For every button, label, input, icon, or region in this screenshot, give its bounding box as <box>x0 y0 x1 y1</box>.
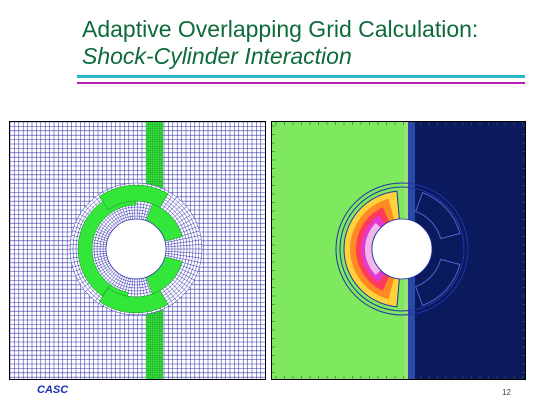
slide-number: 12 <box>502 388 511 397</box>
cylinder-body <box>371 218 433 280</box>
cylinder-body <box>105 218 167 280</box>
grid-mesh-image <box>10 122 265 379</box>
grid-outlines <box>335 182 469 316</box>
slide-title-line1: Adaptive Overlapping Grid Calculation: <box>82 16 479 42</box>
contour-field-image <box>272 122 525 379</box>
casc-logo: CASC <box>37 384 69 396</box>
title-rule-violet <box>77 82 525 84</box>
title-rule-teal <box>77 75 525 78</box>
overlapping-grid-plot <box>9 121 266 380</box>
slide-title-line2: Shock-Cylinder Interaction <box>82 43 352 69</box>
post-shock-region <box>415 122 525 379</box>
refinement-patches <box>77 184 183 314</box>
axis-ticks <box>272 122 525 379</box>
shock-field-plot <box>271 121 526 380</box>
